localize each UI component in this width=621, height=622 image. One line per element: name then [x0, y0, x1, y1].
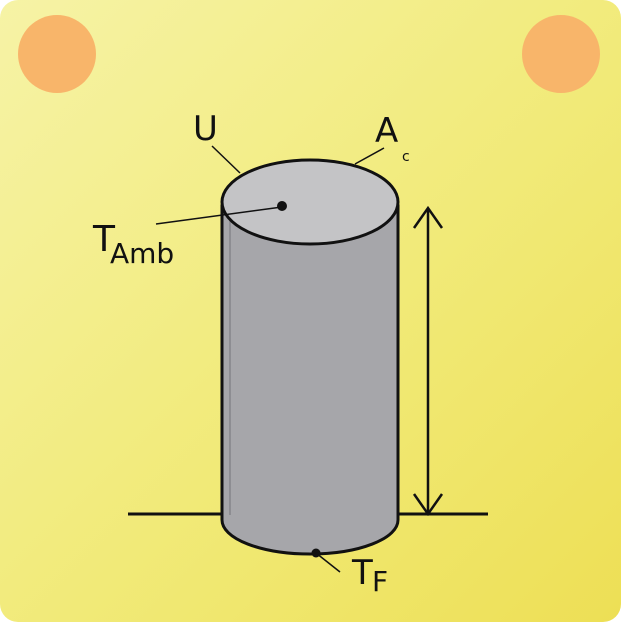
- label-a: A: [375, 111, 399, 151]
- label-a-subscript: c: [402, 149, 410, 165]
- t-amb-point: [277, 201, 287, 211]
- cylinder-body: [220, 204, 400, 556]
- label-u: U: [193, 109, 218, 149]
- label-t-f: T: [352, 553, 373, 593]
- corner-dot-top-left: [18, 15, 96, 93]
- height-arrow-top-head: [412, 205, 444, 229]
- t-amb-leader-line: [155, 206, 283, 225]
- label-t-amb-subscript: Amb: [110, 237, 175, 270]
- u-leader-line: [211, 145, 241, 174]
- height-arrow-bottom-head: [412, 493, 444, 517]
- cylinder-top-face: [220, 158, 400, 246]
- a-leader-line: [354, 147, 385, 165]
- label-t-amb: T: [93, 219, 115, 260]
- t-f-leader-line: [315, 552, 341, 573]
- label-t-f-subscript: F: [372, 565, 389, 598]
- corner-dot-top-right: [522, 15, 600, 93]
